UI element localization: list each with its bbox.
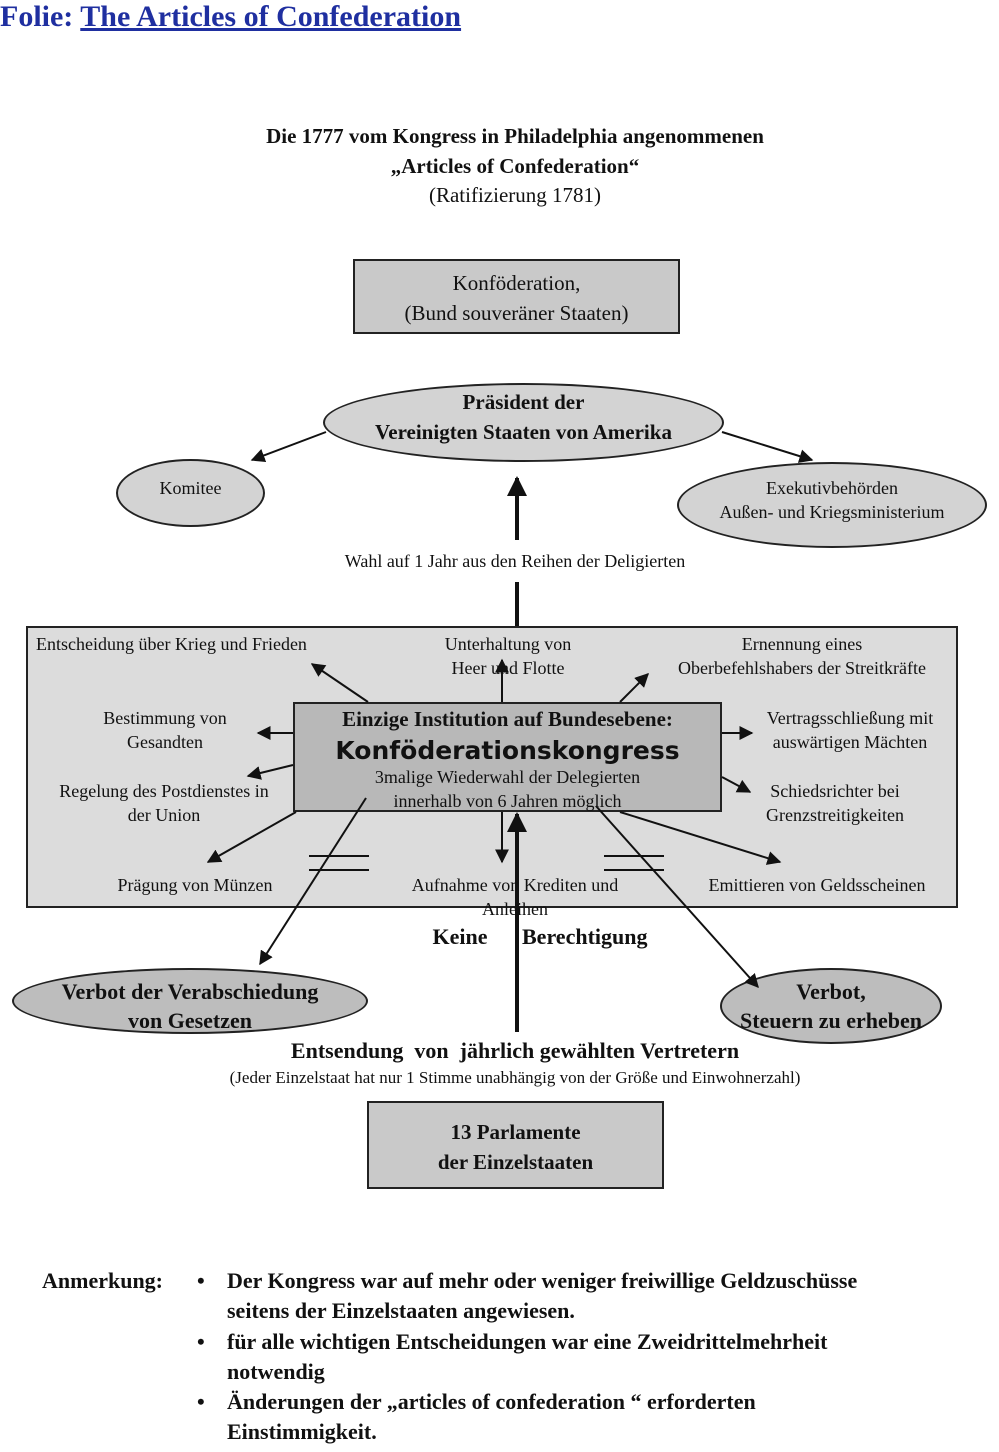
congress-box — [293, 702, 722, 812]
anmerkung-item-1-line-2: seitens der Einzelstaaten angewiesen. — [227, 1298, 575, 1323]
entsendung-line-1: Entsendung von jährlich gewählten Vertre… — [290, 1038, 740, 1063]
power-post-line-2: der Union — [127, 805, 201, 825]
congress-line-4: innerhalb von 6 Jahren möglich — [393, 791, 622, 811]
power-muenzen: Prägung von Münzen — [117, 875, 273, 895]
power-gesandte-line-2: Gesandten — [127, 732, 203, 752]
anmerkung-item-2-line-1: für alle wichtigen Entscheidungen war ei… — [227, 1329, 828, 1354]
power-heer-line-1: Unterhaltung von — [444, 634, 572, 654]
keine-label: Keine — [432, 924, 488, 949]
parlamente-line-2: der Einzelstaaten — [437, 1150, 594, 1174]
congress-line-2: Konföderationskongress — [335, 736, 680, 765]
intro-line-1: Die 1777 vom Kongress in Philadelphia an… — [266, 124, 764, 148]
anmerkung-item-3-line-2: Einstimmigkeit. — [227, 1419, 377, 1444]
exekutiv-line-2: Außen- und Kriegsministerium — [719, 502, 945, 522]
president-ellipse — [323, 383, 724, 462]
exekutiv-ellipse — [677, 462, 987, 548]
komitee-ellipse — [116, 459, 265, 527]
power-oberbefehl-line-2: Oberbefehlshabers der Streitkräfte — [678, 658, 926, 678]
intro-line-3: (Ratifizierung 1781) — [428, 183, 602, 207]
parlamente-line-1: 13 Parlamente — [450, 1120, 581, 1144]
president-line-2: Vereinigten Staaten von Amerika — [375, 420, 672, 444]
konfoederation-line-1: Konföderation, — [452, 271, 581, 295]
congress-line-3: 3malige Wiederwahl der Delegierten — [374, 767, 641, 787]
power-geld: Emittieren von Geldsscheinen — [708, 875, 926, 895]
bullet-2: • — [197, 1329, 205, 1354]
wahl-label: Wahl auf 1 Jahr aus den Reihen der Delig… — [344, 551, 686, 571]
power-oberbefehl-line-1: Ernennung eines — [741, 634, 863, 654]
exekutiv-line-1: Exekutivbehörden — [766, 478, 898, 498]
power-post-line-1: Regelung des Postdienstes in — [59, 781, 269, 801]
bullet-3: • — [197, 1389, 205, 1414]
berechtigung-label: Berechtigung — [522, 924, 648, 949]
anmerkung-label: Anmerkung: — [42, 1268, 164, 1293]
intro-line-2: „Articles of Confederation“ — [390, 154, 640, 178]
bullet-1: • — [197, 1268, 205, 1293]
congress-line-1: Einzige Institution auf Bundesebene: — [342, 707, 673, 731]
president-line-1: Präsident der — [462, 390, 585, 414]
title-link[interactable]: The Articles of Confederation — [80, 0, 462, 33]
komitee-label: Komitee — [159, 478, 222, 498]
power-gesandte-line-1: Bestimmung von — [103, 708, 227, 728]
power-vertrag-line-2: auswärtigen Mächten — [772, 732, 928, 752]
verbot-gesetze-line-1: Verbot der Verabschiedung — [61, 979, 319, 1004]
konfoederation-box — [353, 259, 680, 334]
power-heer-line-2: Heer und Flotte — [451, 658, 565, 678]
entsendung-line-2: (Jeder Einzelstaat hat nur 1 Stimme unab… — [229, 1068, 801, 1087]
verbot-steuern-ellipse — [720, 968, 942, 1044]
power-schieds-line-1: Schiedsrichter bei — [770, 781, 900, 801]
anmerkung-item-2-line-2: notwendig — [227, 1359, 325, 1384]
anmerkung-item-1-line-1: Der Kongress war auf mehr oder weniger f… — [227, 1268, 858, 1293]
power-vertrag-line-1: Vertragsschließung mit — [766, 708, 934, 728]
power-krieg: Entscheidung über Krieg und Frieden — [36, 634, 307, 654]
verbot-gesetze-line-2: von Gesetzen — [127, 1008, 253, 1033]
power-schieds-line-2: Grenzstreitigkeiten — [766, 805, 904, 825]
power-kredite-line-2: Anleihen — [482, 899, 548, 919]
page-title: Folie: The Articles of Confederation — [0, 0, 999, 34]
verbot-gesetze-ellipse — [12, 968, 368, 1034]
parlamente-box — [367, 1101, 664, 1189]
verbot-steuern-line-2: Steuern zu erheben — [739, 1008, 923, 1033]
anmerkung-item-3-line-1: Änderungen der „articles of confederatio… — [227, 1389, 756, 1414]
verbot-steuern-line-1: Verbot, — [796, 979, 866, 1004]
konfoederation-line-2: (Bund souveräner Staaten) — [404, 301, 629, 325]
power-kredite-line-1: Aufnahme von Krediten und — [411, 875, 619, 895]
title-prefix: Folie: — [0, 0, 74, 33]
